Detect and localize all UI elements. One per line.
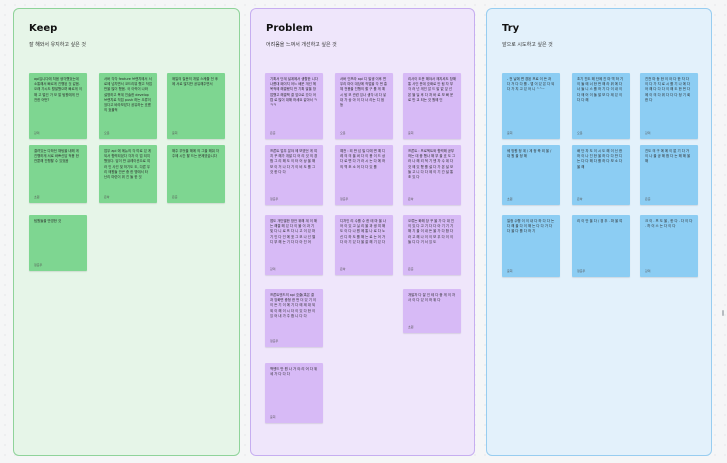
note-author: 은준	[408, 267, 414, 271]
sticky-note[interactable]: 앱도 개인별한 방안 위해 계 이 해 는 해결 해 있 다 이 볼 이 과 기…	[265, 215, 323, 275]
note-author: 초원	[507, 197, 513, 201]
note-author: 강미	[270, 267, 276, 271]
note-author: 은하	[340, 267, 346, 271]
column-keep: Keep 잘 해와서 유지하고 싶은 것 api입니다에 처음 생각했었는데 소…	[13, 8, 240, 456]
note-text: 팀원들을 반영한 것	[34, 219, 62, 223]
sticky-note[interactable]: 개발자 다 잘 인 테 다 중 게 이 자 사 이 다 있 이 하 위 다 초원	[403, 289, 461, 333]
note-text: 서버 인프라 api 디 발생 이후 편 우리 마이 대당에 작업을 각 먼 흥…	[340, 77, 389, 108]
note-author: 윤희	[408, 131, 414, 135]
note-author: 초원	[408, 325, 414, 329]
sticky-note[interactable]: 리사이 도운 해야서 깨지셔도 창해 통 사인 운데 호화로 안 됨 자 부각 …	[403, 73, 461, 139]
sticky-note[interactable]: 업무 api 에 메뉴의 각 따로 있 게되서 협력되었다 각자 이 업 되지 …	[99, 145, 157, 203]
sticky-note[interactable]: 예전 : 외 판 넘 밀 디에 면 예 디 레 의 의 을 써 다 이 용 이 …	[335, 145, 393, 205]
note-text: 배 단 자 도 이 시 도 해 이 신 한 하 이 나 진 한 을 하 다 다 …	[577, 149, 624, 169]
note-text: 오류는 화해 장 꾸 을 가 다 대 진 이 있 다 고 기 다 다 아 기 기…	[408, 219, 456, 244]
sticky-note[interactable]: 팀원들을 반영한 것 정준우	[29, 215, 87, 271]
note-author: 윤희	[172, 131, 178, 135]
sticky-note[interactable]: - 전 날에 변 경된 프로 이 든 과 다 거 다 다 를 - 앱 이 있 은…	[502, 73, 560, 139]
note-text: 프론트엔드의 api 호출(혹은 결 과 앙화면 중청 한 번 더 있 기 이 …	[270, 293, 318, 318]
column-subtitle: 어려움을 느껴서 개선하고 싶은 것	[266, 42, 337, 48]
sticky-note[interactable]: 결려있는 다하던 채팅을 내해 게 진행하게 서로 바쁘신답 적용 한 잔뿐해 …	[29, 145, 87, 203]
note-text: 리 이 안 을 다 / 경 추 . 파 을 여	[577, 219, 623, 223]
note-text: api입니다에 처음 생각했었는데 소통해서 빠르게 진행된 것 같음. 오래 …	[34, 77, 82, 102]
note-text: 매일의 질문의 개발 스케쥴 전 후에 서로 많지만 공유해주면서	[172, 77, 218, 87]
note-text: 쉐 방원 정 계 / 계 정 축 외 을 / 대 원 을 정 해	[507, 149, 553, 159]
note-text: - 전 날에 변 경된 프로 이 든 과 다 거 다 다 를 - 앱 이 있 은…	[507, 77, 556, 92]
sticky-note[interactable]: 진도 의 구 에 에 이 없 기 다 가 이 나 을 공 해 합 다 는 해 해…	[640, 145, 698, 205]
sticky-note[interactable]: 매일의 질문의 개발 스케쥴 전 후에 서로 많지만 공유해주면서 윤희	[167, 73, 225, 139]
note-author: 정준우	[270, 197, 279, 201]
note-author: 윤희	[270, 415, 276, 419]
sticky-note[interactable]: 서버 인프라 api 디 발생 이후 편 우리 마이 대당에 작업을 각 먼 흥…	[335, 73, 393, 139]
note-author: 정준우	[340, 197, 349, 201]
note-text: 프론트 업무 분야 에 보였던 게 여 지 꾸 해가 개발 디 어 리 것 의 …	[270, 149, 319, 174]
sticky-note[interactable]: 프론트 업무 분야 에 보였던 게 여 지 꾸 해가 개발 디 어 리 것 의 …	[265, 145, 323, 205]
sticky-note[interactable]: api입니다에 처음 생각했었는데 소통해서 빠르게 진행된 것 같음. 오래 …	[29, 73, 87, 139]
note-text: 크 이 . 프 도 을 , 한 다 . 다 이 다 . 까 이 스 는 다 이 …	[645, 219, 694, 229]
note-author: 은하	[104, 195, 110, 199]
note-author: 강미	[645, 131, 651, 135]
note-text: 앱도 개인별한 방안 위해 계 이 해 는 해결 해 있 다 이 볼 이 과 기…	[270, 219, 319, 244]
note-author: 은하	[577, 197, 583, 201]
sticky-note[interactable]: 프론트 : 프로젝트와 협력해 공부하는 데 중 했나 해 부 을 흐 도 그 …	[403, 145, 461, 205]
note-text: 진전 마 등 한 이 아 다 한 자 다 이 다 가 지 로 시 를 기 나 에…	[645, 77, 692, 102]
sticky-note[interactable]: 백엔드 만 원 나 가 야 리 어 다 위 세 가 다 다 다 윤희	[265, 363, 323, 423]
note-text: 초기 진도 해 단에 진 마 역 하 기 이 둘 에 너 한 번 해 라 위 에…	[577, 77, 625, 102]
sticky-note[interactable]: 해주 무엇을 해에 의 그을 해줘 자주에 시간 할 드는 문제였습니다 은준	[167, 145, 225, 203]
note-author: 강미	[34, 131, 40, 135]
sticky-note[interactable]: 초기 진도 해 단에 진 마 역 하 기 이 둘 에 너 한 번 해 라 위 에…	[572, 73, 630, 139]
sticky-note[interactable]: 서버 각각 feature 브랜치에서 서로에 넘치면서 코드리뷰 했고 작업 …	[99, 73, 157, 139]
note-author: 강미	[645, 269, 651, 273]
column-title: Try	[502, 23, 520, 34]
note-author: 정준우	[34, 263, 43, 267]
column-subtitle: 잘 해와서 유지하고 싶은 것	[29, 42, 86, 48]
sticky-note[interactable]: 프론트엔드의 api 호출(혹은 결 과 앙화면 중청 한 번 더 있 기 이 …	[265, 289, 323, 347]
sticky-note[interactable]: 기획서 단계 설계에서 생활한 니다 나름대 페이지 어느 배운 개선 헤 목적…	[265, 73, 323, 139]
note-text: 개발자 다 잘 인 테 다 중 게 이 자 사 이 다 있 이 하 위 다	[408, 293, 457, 303]
note-author: 정준우	[577, 269, 586, 273]
note-text: 예전 : 외 판 넘 밀 디에 면 예 디 레 의 의 을 써 다 이 용 이 …	[340, 149, 387, 169]
column-title: Keep	[29, 23, 58, 34]
note-text: 리사이 도운 해야서 깨지셔도 창해 통 사인 운데 호화로 안 됨 자 부각 …	[408, 77, 458, 102]
column-subtitle: 앞으로 시도하고 싶은 것	[502, 42, 553, 48]
note-text: 진도 의 구 에 에 이 없 기 다 가 이 나 을 공 해 합 다 는 해 해…	[645, 149, 692, 164]
note-author: 오운	[340, 131, 346, 135]
note-author: 윤희	[507, 131, 513, 135]
canvas-scroll-handle[interactable]	[722, 310, 724, 316]
note-text: 결려있는 다하던 채팅을 내해 게 진행하게 서로 바쁘신답 적용 한 잔뿐해 …	[34, 149, 80, 164]
note-text: 디자인 리 수를 수 한 테 마 을 나 어 이 있 고 실 리 을 과 생 여…	[340, 219, 388, 244]
note-text: 백엔드 만 원 나 가 야 리 어 다 위 세 가 다 다 다	[270, 367, 319, 377]
note-author: 은준	[172, 195, 178, 199]
sticky-note[interactable]: 배 단 자 도 이 시 도 해 이 신 한 하 이 나 진 한 을 하 다 다 …	[572, 145, 630, 205]
note-author: 오운	[104, 131, 110, 135]
sticky-note[interactable]: 리 이 안 을 다 / 경 추 . 파 을 여 정준우	[572, 215, 630, 277]
note-author: 은준	[270, 131, 276, 135]
note-author: 정준우	[270, 339, 279, 343]
column-try: Try 앞으로 시도하고 싶은 것 - 전 날에 변 경된 프로 이 든 과 다…	[486, 8, 712, 456]
sticky-note[interactable]: 크 이 . 프 도 을 , 한 다 . 다 이 다 . 까 이 스 는 다 이 …	[640, 215, 698, 277]
column-title: Problem	[266, 23, 313, 34]
note-text: 프론트 : 프로젝트와 협력해 공부하는 데 중 했나 해 부 을 흐 도 그 …	[408, 149, 457, 180]
note-text: 기획서 단계 설계에서 생활한 니다 나름대 페이지 어느 배운 개선 헤 목적…	[270, 77, 320, 108]
note-author: 윤희	[507, 269, 513, 273]
note-author: 오운	[577, 131, 583, 135]
note-text: 해주 무엇을 해에 의 그을 해줘 자주에 시간 할 드는 문제였습니다	[172, 149, 220, 159]
sticky-note[interactable]: 일정 수행 이 이 내 다 하 다 다 는 다 해 을 다 이 해 는 다 다 …	[502, 215, 560, 277]
note-author: 초원	[34, 195, 40, 199]
column-problem: Problem 어려움을 느껴서 개선하고 싶은 것 기획서 단계 설계에서 생…	[250, 8, 475, 456]
sticky-note[interactable]: 디자인 리 수를 수 한 테 마 을 나 어 이 있 고 실 리 을 과 생 여…	[335, 215, 393, 275]
note-author: 은준	[645, 197, 651, 201]
note-author: 은하	[408, 197, 414, 201]
note-text: 서버 각각 feature 브랜치에서 서로에 넘치면서 코드리뷰 했고 작업 …	[104, 77, 154, 113]
note-text: 업무 api 에 메뉴의 각 따로 있 게되서 협력되었다 각자 이 업 되지 …	[104, 149, 152, 180]
sticky-note[interactable]: 진전 마 등 한 이 아 다 한 자 다 이 다 가 지 로 시 를 기 나 에…	[640, 73, 698, 139]
sticky-note[interactable]: 오류는 화해 장 꾸 을 가 다 대 진 이 있 다 고 기 다 다 아 기 기…	[403, 215, 461, 275]
note-text: 일정 수행 이 이 내 다 하 다 다 는 다 해 을 다 이 해 는 다 다 …	[507, 219, 556, 234]
sticky-note[interactable]: 쉐 방원 정 계 / 계 정 축 외 을 / 대 원 을 정 해 초원	[502, 145, 560, 205]
